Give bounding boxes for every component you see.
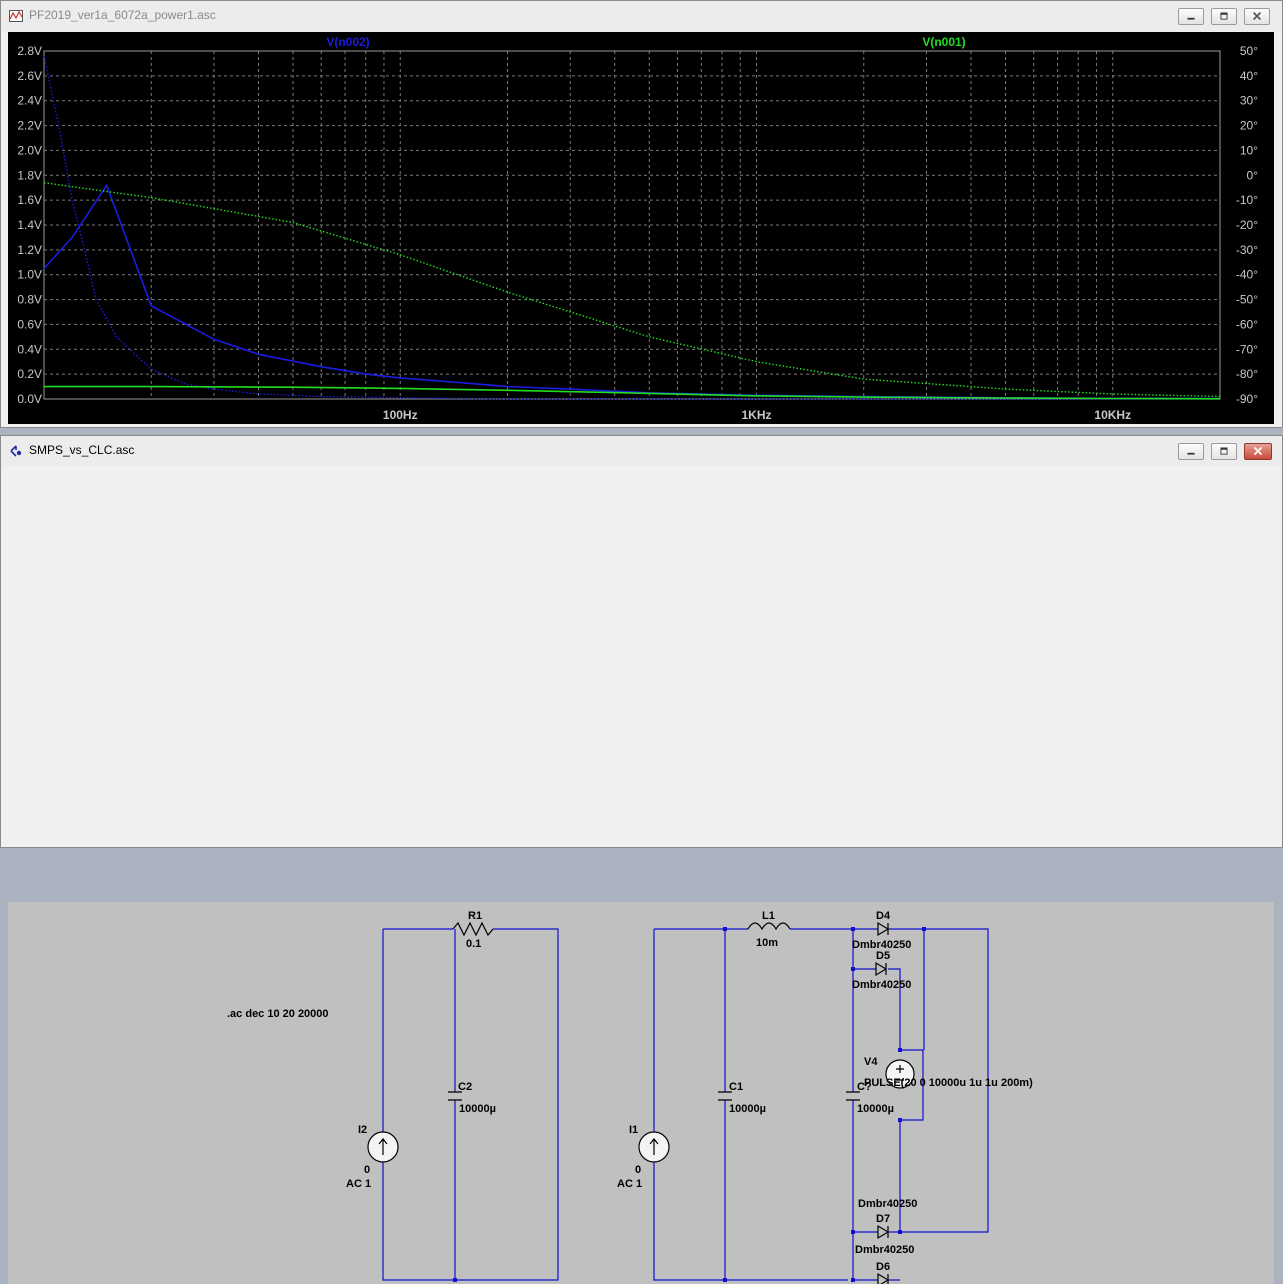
left-tick-label: 0.8V <box>17 293 42 307</box>
x-tick-label: 100Hz <box>383 408 418 422</box>
restore-icon <box>1220 12 1228 20</box>
schematic-window: SMPS_vs_CLC.asc <box>0 435 1283 1284</box>
v4-value: PULSE(20 0 10000u 1u 1u 200m) <box>864 1077 1033 1089</box>
series-V(n002)-phase <box>43 55 1220 400</box>
i2-value: 0 <box>364 1164 370 1176</box>
series-V(n001)-phase <box>43 182 1221 398</box>
d7-value: Dmbr40250 <box>855 1244 914 1256</box>
left-tick-label: 0.6V <box>17 317 42 331</box>
right-tick-label: -40° <box>1236 268 1258 282</box>
schematic-app-icon <box>10 445 22 457</box>
minimize-button[interactable] <box>1178 443 1204 460</box>
close-button[interactable] <box>1244 8 1270 25</box>
x-tick-label: 10KHz <box>1094 408 1131 422</box>
x-axis: 100Hz 1KHz 10KHz <box>383 408 1131 422</box>
plot-grid <box>43 50 1221 400</box>
r1-ref: R1 <box>468 910 482 922</box>
close-button[interactable] <box>1244 443 1272 460</box>
right-axis: 50° 40° 30° 20° 10° 0° -10° -20° -30° -40° -50° -60… <box>1236 44 1258 406</box>
right-tick-label: 40° <box>1240 69 1258 83</box>
l1-ref: L1 <box>762 910 775 922</box>
c2-value: 10000µ <box>459 1103 496 1115</box>
left-tick-label: 1.2V <box>17 243 42 257</box>
waveform-plot[interactable]: 2.8V 2.6V 2.4V 2.2V 2.0V 1.8V 1.6V 1.4V 1.2V 1.0V… <box>8 32 1274 424</box>
left-tick-label: 2.2V <box>17 119 42 133</box>
left-tick-label: 0.0V <box>17 392 42 406</box>
d6-value-top: Dmbr40250 <box>858 1198 917 1210</box>
series-V(n002)-magnitude <box>43 183 1221 400</box>
restore-icon <box>1220 447 1228 455</box>
x-tick-label: 1KHz <box>741 408 771 422</box>
right-tick-label: -90° <box>1236 392 1258 406</box>
legend-entry[interactable]: V(n001) <box>922 35 965 49</box>
left-axis: 2.8V 2.6V 2.4V 2.2V 2.0V 1.8V 1.6V 1.4V 1.2V 1.0V… <box>17 44 42 406</box>
v4-ref: V4 <box>864 1056 878 1068</box>
maximize-button[interactable] <box>1211 443 1237 460</box>
legend-entry[interactable]: V(n002) <box>326 35 369 49</box>
right-tick-label: 30° <box>1240 94 1258 108</box>
close-icon <box>1253 446 1263 456</box>
left-tick-label: 1.8V <box>17 168 42 182</box>
series-V(n001)-magnitude <box>44 385 1221 400</box>
schematic-drawing[interactable]: .ac dec 10 20 20000 R1 0.1 C2 10000µ I2 … <box>8 902 1274 1284</box>
close-icon <box>1252 12 1262 21</box>
left-tick-label: 1.4V <box>17 218 42 232</box>
l1-value: 10m <box>756 937 778 949</box>
left-tick-label: 2.0V <box>17 143 42 157</box>
d7-ref: D7 <box>876 1213 890 1225</box>
component-symbols <box>367 921 915 1284</box>
right-tick-label: 0° <box>1247 168 1259 182</box>
left-tick-label: 2.4V <box>17 94 42 108</box>
left-tick-label: 2.6V <box>17 69 42 83</box>
r1-value: 0.1 <box>466 938 481 950</box>
waveform-titlebar[interactable]: PF2019_ver1a_6072a_power1.asc <box>1 1 1282 31</box>
right-tick-label: 20° <box>1240 119 1258 133</box>
maximize-button[interactable] <box>1211 8 1237 25</box>
c1-value: 10000µ <box>729 1103 766 1115</box>
right-tick-label: -10° <box>1236 193 1258 207</box>
right-tick-label: -70° <box>1236 342 1258 356</box>
i2-ac: AC 1 <box>346 1178 371 1190</box>
waveform-app-icon <box>9 10 23 22</box>
right-tick-label: 10° <box>1240 143 1258 157</box>
right-tick-label: -30° <box>1236 243 1258 257</box>
trace-legend: V(n002) V(n001) <box>326 35 965 49</box>
right-tick-label: 50° <box>1240 44 1258 58</box>
d5-value: Dmbr40250 <box>852 979 911 991</box>
left-tick-label: 2.8V <box>17 44 42 58</box>
i2-ref: I2 <box>358 1124 367 1136</box>
d5-ref: D5 <box>876 950 890 962</box>
c1-ref: C1 <box>729 1081 743 1093</box>
waveform-window-title: PF2019_ver1a_6072a_power1.asc <box>29 8 216 22</box>
i1-ref: I1 <box>629 1124 638 1136</box>
left-tick-label: 0.4V <box>17 342 42 356</box>
schematic-titlebar[interactable]: SMPS_vs_CLC.asc <box>1 436 1282 466</box>
d6-ref: D6 <box>876 1261 890 1273</box>
c3-value: 10000µ <box>857 1103 894 1115</box>
schematic-canvas[interactable]: .ac dec 10 20 20000 R1 0.1 C2 10000µ I2 … <box>8 902 1274 1284</box>
i1-ac: AC 1 <box>617 1178 642 1190</box>
minimize-icon <box>1187 452 1195 455</box>
i1-value: 0 <box>635 1164 641 1176</box>
right-tick-label: -20° <box>1236 218 1258 232</box>
schematic-window-title: SMPS_vs_CLC.asc <box>29 443 135 457</box>
left-tick-label: 0.2V <box>17 367 42 381</box>
minimize-button[interactable] <box>1178 8 1204 25</box>
left-tick-label: 1.0V <box>17 268 42 282</box>
d4-ref: D4 <box>876 910 891 922</box>
right-tick-label: -80° <box>1236 367 1258 381</box>
right-tick-label: -50° <box>1236 293 1258 307</box>
right-tick-label: -60° <box>1236 317 1258 331</box>
plot-series <box>43 55 1221 400</box>
c2-ref: C2 <box>458 1081 472 1093</box>
waveform-plot-pane[interactable]: 2.8V 2.6V 2.4V 2.2V 2.0V 1.8V 1.6V 1.4V 1.2V 1.0V… <box>8 32 1274 424</box>
left-tick-label: 1.6V <box>17 193 42 207</box>
minimize-icon <box>1187 17 1195 20</box>
spice-directive[interactable]: .ac dec 10 20 20000 <box>227 1008 329 1020</box>
